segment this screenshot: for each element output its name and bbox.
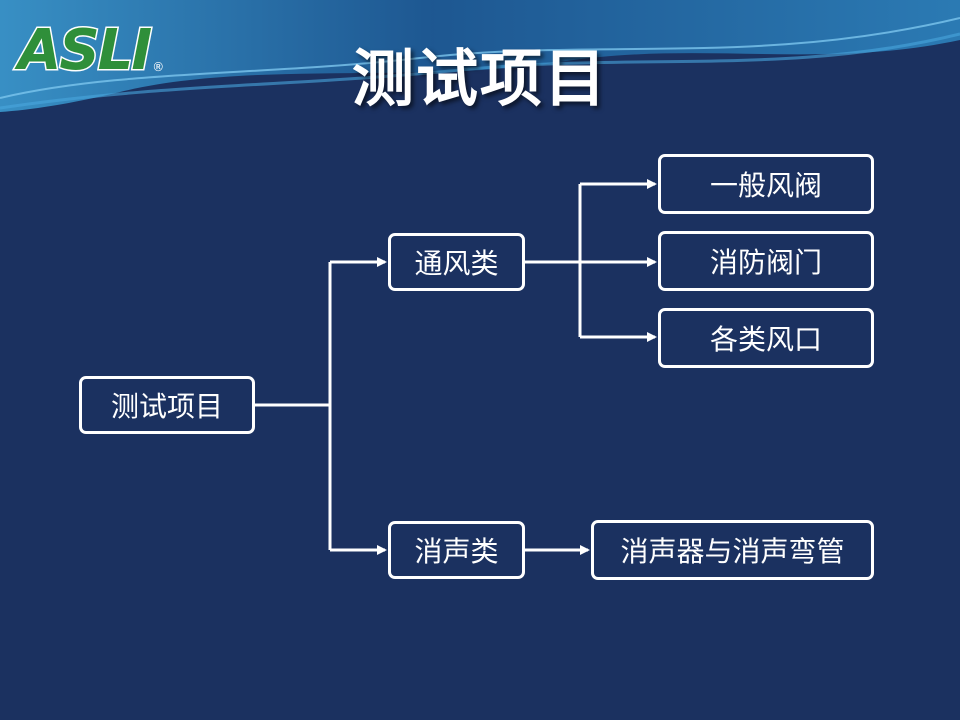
node-root: 测试项目	[79, 376, 255, 434]
logo-text: ASLI	[16, 18, 153, 83]
node-silencers-and-elbows: 消声器与消声弯管	[591, 520, 874, 580]
node-fire-damper: 消防阀门	[658, 231, 874, 291]
logo-trademark: ®	[152, 60, 165, 74]
company-logo: ASLI ®	[16, 18, 165, 83]
node-general-damper: 一般风阀	[658, 154, 874, 214]
node-ventilation-category: 通风类	[388, 233, 525, 291]
page-title: 测试项目	[351, 42, 608, 115]
header-wave-decoration	[0, 0, 960, 112]
node-air-outlets: 各类风口	[658, 308, 874, 368]
node-silencer-category: 消声类	[388, 521, 525, 579]
